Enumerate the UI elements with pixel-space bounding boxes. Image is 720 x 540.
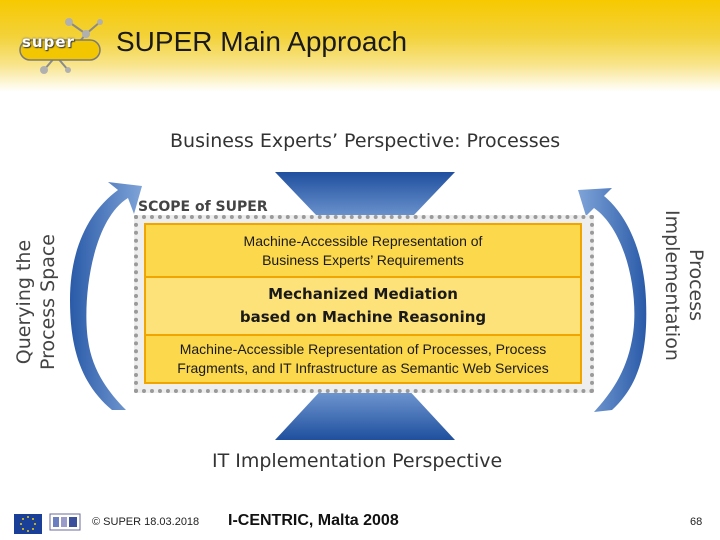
layer-processes-line-2: Fragments, and IT Infrastructure as Sema… <box>177 360 549 376</box>
footer-copyright: © SUPER 18.03.2018 <box>92 516 200 528</box>
super-logo <box>19 18 103 74</box>
header-band <box>0 0 720 92</box>
logo-text: super <box>22 33 75 51</box>
eu-flag-icon <box>14 514 42 534</box>
business-perspective-label: Business Experts’ Perspective: Processes <box>170 130 561 152</box>
top-funnel <box>275 172 455 238</box>
layer-processes-line-1: Machine-Accessible Representation of Pro… <box>179 341 547 357</box>
layer-mediation-line-1: Mechanized Mediation <box>268 285 458 303</box>
footer-logos <box>14 513 81 534</box>
it-perspective-label: IT Implementation Perspective <box>212 450 503 472</box>
querying-label: Querying the Process Space <box>12 232 74 372</box>
layer-requirements-line-2: Business Experts’ Requirements <box>262 251 464 268</box>
querying-label-line-2: Process Space <box>37 234 59 371</box>
implementation-label-line-2: Implementation <box>661 210 683 361</box>
layer-requirements: Machine-Accessible Representation of Bus… <box>144 223 582 278</box>
layer-mediation-line-2: based on Machine Reasoning <box>239 308 487 326</box>
footer-event: I-CENTRIC, Malta 2008 <box>228 512 399 529</box>
layer-processes: Machine-Accessible Representation of Pro… <box>144 334 582 384</box>
page-number: 68 <box>690 516 703 528</box>
right-curved-arrow <box>578 188 647 412</box>
layer-requirements-line-1: Machine-Accessible Representation of <box>243 232 483 249</box>
bottom-funnel <box>275 372 455 440</box>
scope-label: SCOPE of SUPER <box>138 199 268 215</box>
left-curved-arrow <box>70 182 142 410</box>
layer-mediation: Mechanized Mediation based on Machine Re… <box>144 278 582 334</box>
implementation-label-line-1: Process <box>685 248 707 322</box>
querying-label-line-1: Querying the <box>13 239 35 365</box>
implementation-label: Process Implementation <box>650 210 712 361</box>
page-title: SUPER Main Approach <box>116 26 408 57</box>
